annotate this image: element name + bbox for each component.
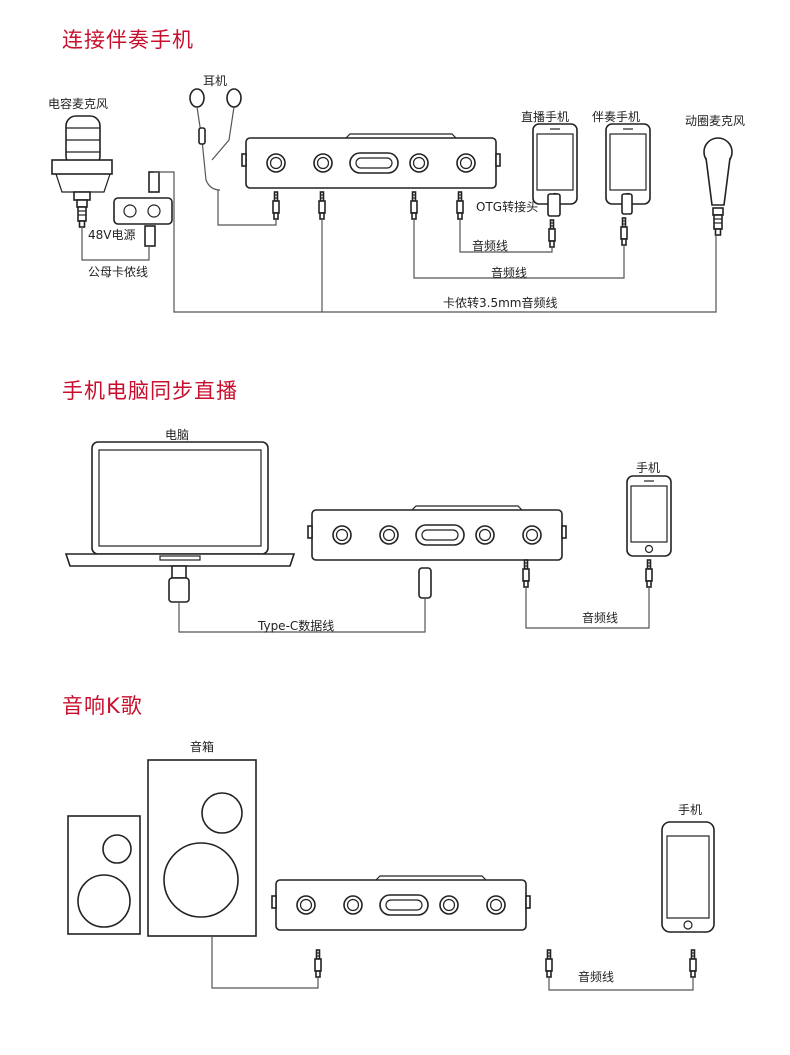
speaker-large — [147, 759, 257, 937]
label-backing-phone: 伴奏手机 — [592, 110, 641, 124]
usb-plug-icon — [168, 565, 190, 603]
label-typec-cable: Type-C数据线 — [258, 619, 335, 633]
section-title-speaker-karaoke: 音响K歌 — [62, 694, 143, 718]
backing-phone — [605, 123, 651, 205]
phone-2 — [626, 475, 672, 557]
label-xlr-cable: 公母卡侬线 — [88, 265, 149, 279]
label-speaker: 音箱 — [190, 740, 215, 754]
earphones — [189, 88, 242, 191]
label-audio-cable-3: 音频线 — [582, 611, 619, 625]
label-live-phone: 直播手机 — [521, 110, 570, 124]
label-audio-cable-4: 音频线 — [578, 970, 615, 984]
mixer-device-1 — [241, 133, 501, 189]
label-earphones: 耳机 — [203, 74, 228, 88]
label-condenser-mic: 电容麦克风 — [48, 97, 109, 111]
otg-adapter — [547, 193, 633, 217]
label-phone-3: 手机 — [678, 803, 703, 817]
section-title-connect-backing-phone: 连接伴奏手机 — [62, 28, 194, 52]
live-phone — [532, 123, 578, 205]
label-audio-cable-2: 音频线 — [491, 266, 528, 280]
laptop — [64, 441, 296, 567]
label-computer: 电脑 — [165, 428, 190, 442]
label-audio-cable-1: 音频线 — [472, 239, 509, 253]
mixer-device-2 — [307, 505, 567, 561]
condenser-mic — [51, 115, 113, 228]
label-dynamic-mic: 动圈麦克风 — [685, 114, 746, 128]
section-title-sync-live: 手机电脑同步直播 — [62, 379, 238, 403]
dynamic-mic — [703, 137, 733, 236]
speaker-small — [67, 815, 141, 935]
label-xlr-35-cable: 卡侬转3.5mm音频线 — [443, 296, 558, 310]
label-phone-2: 手机 — [636, 461, 661, 475]
mixer-device-3 — [271, 875, 531, 931]
phantom-power-box — [113, 171, 173, 247]
lightning-plug-icon — [418, 567, 432, 599]
label-otg: OTG转接头 — [476, 200, 539, 214]
phone-3 — [661, 821, 715, 933]
label-phantom-power: 48V电源 — [88, 228, 136, 242]
